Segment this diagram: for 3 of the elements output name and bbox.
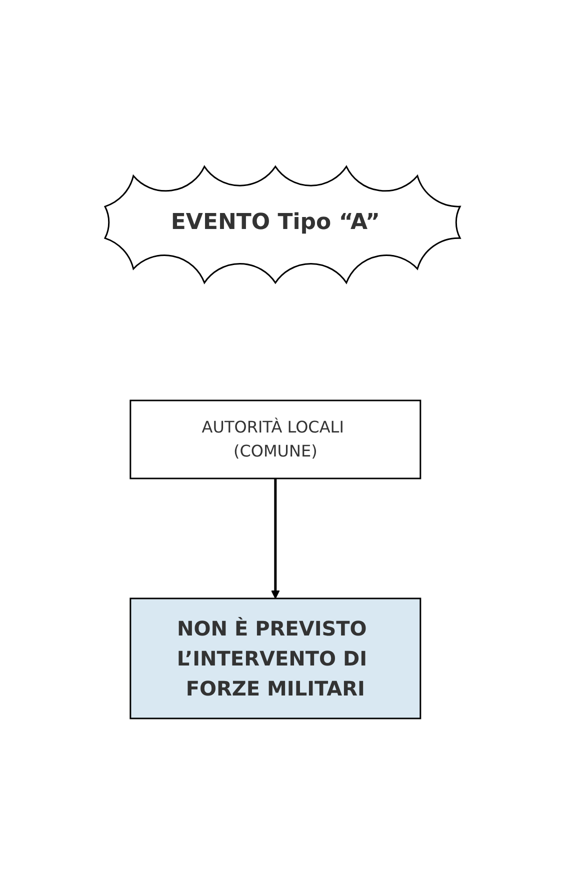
node-box: NON È PREVISTO L’INTERVENTO DI FORZE MILITARI: [130, 598, 422, 720]
node-box: AUTORITÀ LOCALI (COMUNE): [130, 400, 422, 480]
arrow: [272, 478, 280, 599]
